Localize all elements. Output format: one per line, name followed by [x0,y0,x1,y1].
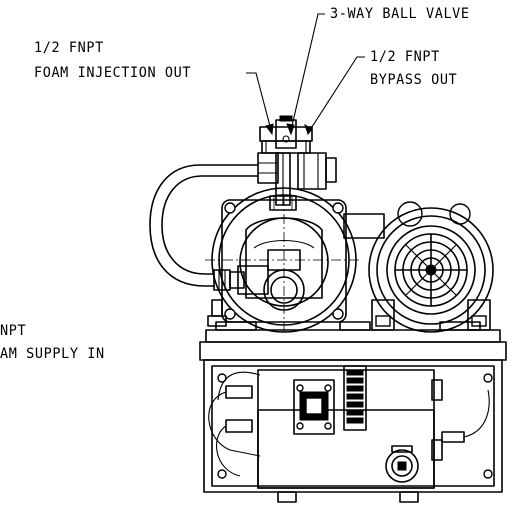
pump-head [205,187,362,334]
terminal-strip [346,369,364,424]
injection-name-label: FOAM INJECTION OUT [34,64,192,82]
supply-size-label: NPT [0,322,27,340]
supply-name-label: AM SUPPLY IN [0,345,105,363]
leader-lines [246,13,365,136]
ball-valve [257,115,337,211]
injection-size-label: 1/2 FNPT [34,39,104,57]
bypass-size-label: 1/2 FNPT [370,48,440,66]
bypass-name-label: BYPASS OUT [370,71,458,89]
base-plate [199,321,507,361]
frame [203,359,503,503]
motor [343,201,494,333]
valve-label: 3-WAY BALL VALVE [330,5,470,23]
